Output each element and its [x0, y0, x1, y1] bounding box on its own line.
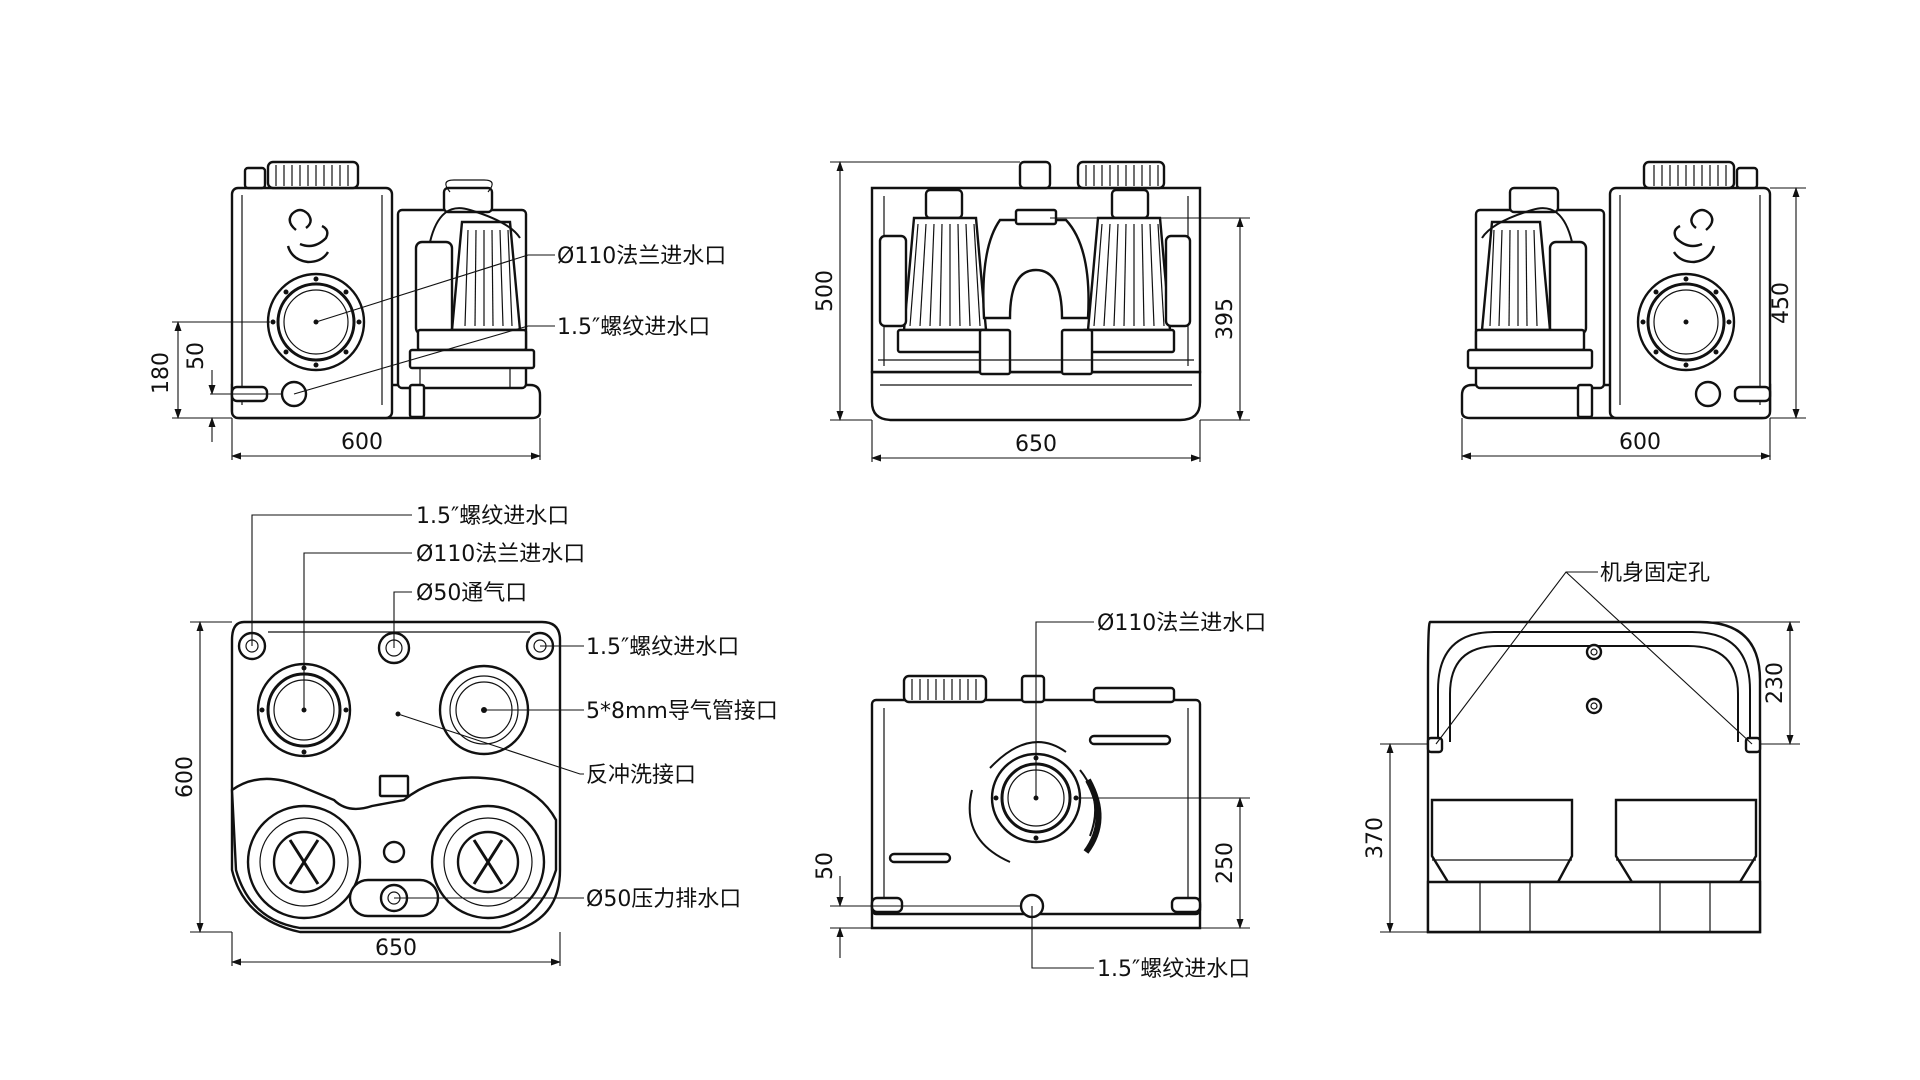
- label-flange-inlet-top: Ø110法兰进水口: [416, 542, 585, 567]
- dim-180-v1: 180: [149, 352, 174, 394]
- dim-650-v4: 650: [375, 936, 417, 961]
- dim-650-v2: 650: [1015, 432, 1057, 457]
- dim-370: 370: [1363, 817, 1388, 859]
- dim-250: 250: [1213, 842, 1238, 884]
- view-right-side: [1460, 160, 1806, 460]
- view-inlet-face: [830, 621, 1250, 969]
- dim-450: 450: [1769, 282, 1794, 324]
- dim-500: 500: [813, 270, 838, 312]
- label-thread-inlet-top-1: 1.5″螺纹进水口: [416, 504, 569, 529]
- dim-600-v1: 600: [341, 430, 383, 455]
- label-thread-inlet-top-2: 1.5″螺纹进水口: [586, 635, 739, 660]
- brand-logo: [286, 208, 330, 264]
- dim-600-v3: 600: [1619, 430, 1661, 455]
- view-left-side: [172, 160, 555, 460]
- label-fixing-hole: 机身固定孔: [1600, 561, 1710, 586]
- label-air-tube-port: 5*8mm导气管接口: [586, 699, 778, 724]
- label-flange-inlet-v1: Ø110法兰进水口: [557, 244, 726, 269]
- label-thread-inlet-v5: 1.5″螺纹进水口: [1097, 957, 1250, 982]
- label-vent-50: Ø50通气口: [416, 581, 527, 606]
- view-bottom: [1380, 571, 1800, 934]
- label-pressure-outlet: Ø50压力排水口: [586, 887, 741, 912]
- label-thread-inlet-v1: 1.5″螺纹进水口: [557, 315, 710, 340]
- view-top: [190, 514, 584, 966]
- dim-50-v1: 50: [184, 342, 209, 370]
- label-flange-inlet-v5: Ø110法兰进水口: [1097, 611, 1266, 636]
- dim-50-v5: 50: [813, 852, 838, 880]
- view-front: [830, 160, 1250, 462]
- label-backflush-port: 反冲洗接口: [586, 763, 696, 788]
- dim-230: 230: [1763, 662, 1788, 704]
- dim-600-v4: 600: [173, 756, 198, 798]
- dim-395: 395: [1213, 298, 1238, 340]
